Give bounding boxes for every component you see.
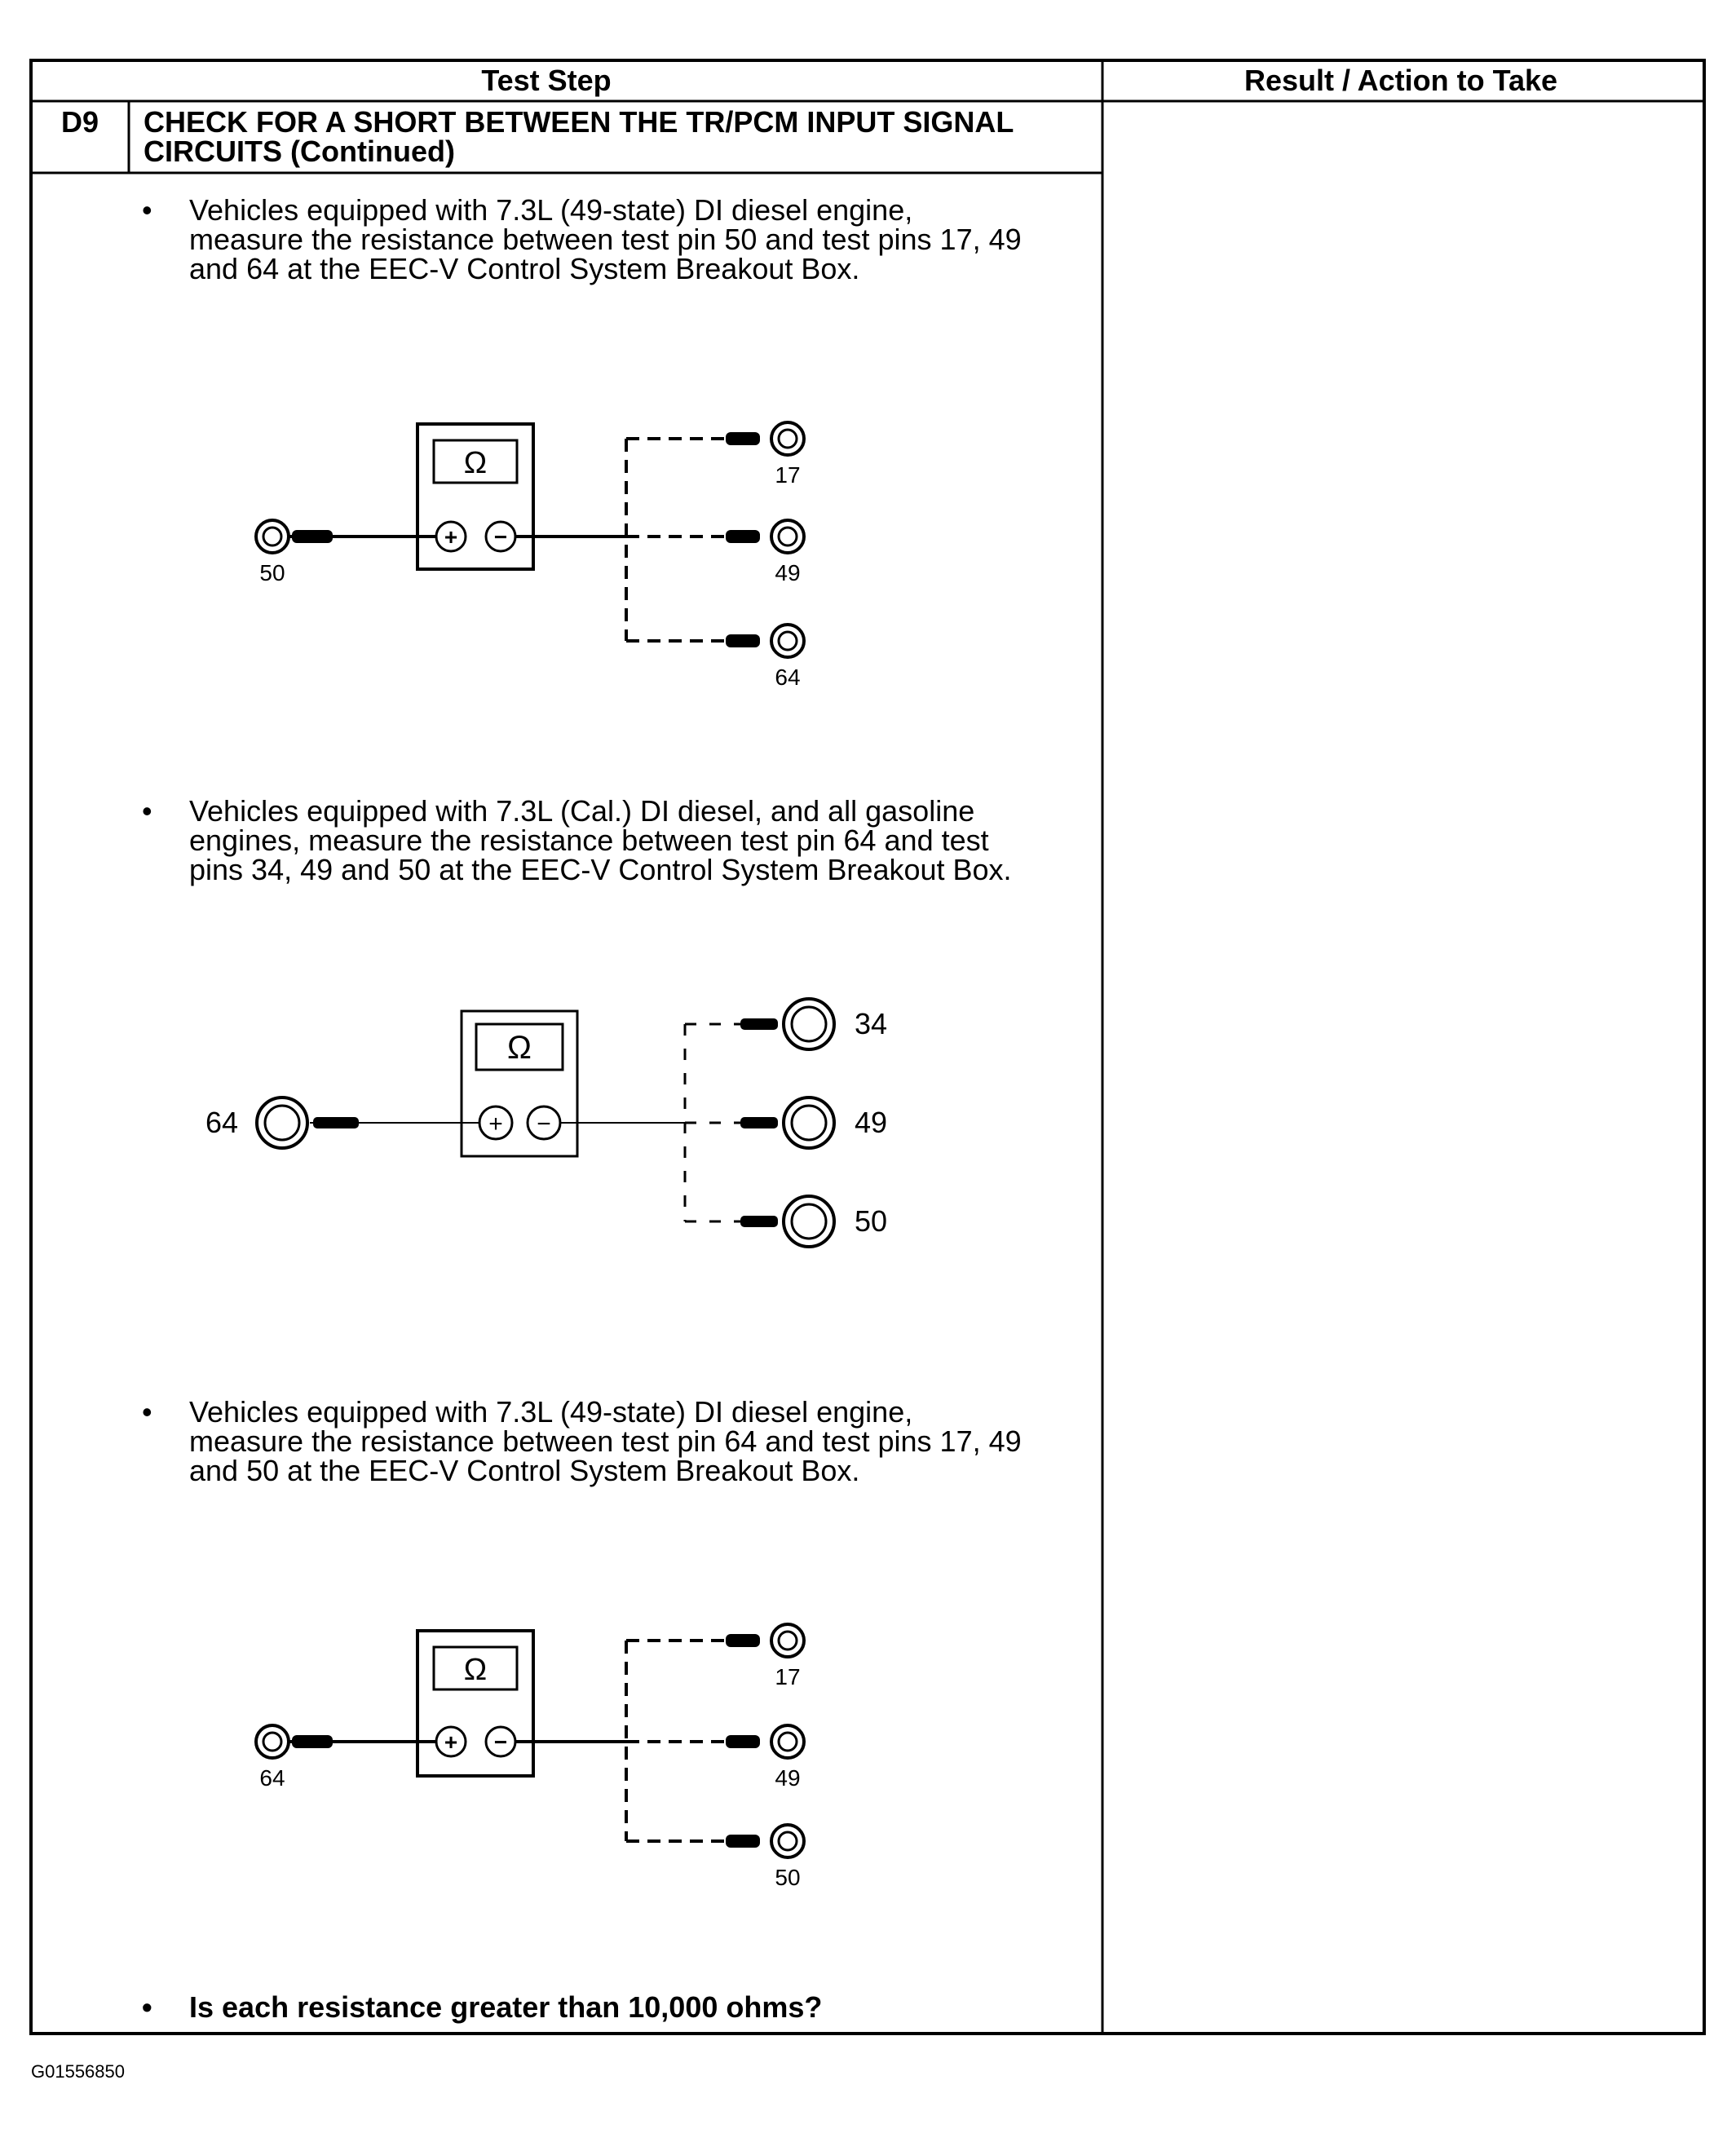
ohm-symbol: Ω (464, 446, 487, 480)
ohm-symbol: Ω (507, 1030, 532, 1066)
plus-sign: + (444, 1729, 457, 1755)
ohmmeter-display (432, 1645, 519, 1691)
target-pin-label: 50 (855, 1204, 887, 1238)
bullet-2-line-1: Vehicles equipped with 7.3L (Cal.) DI di… (189, 794, 974, 828)
ohmmeter-diagram-1: Ω + − 50 17 49 64 (254, 421, 806, 690)
minus-sign: − (537, 1111, 551, 1137)
bullet-dot: • (142, 1395, 152, 1429)
target-pin-label: 49 (855, 1106, 887, 1139)
question-text: Is each resistance greater than 10,000 o… (189, 1990, 822, 2024)
target-pin-label: 34 (855, 1007, 887, 1040)
bullet-2: • Vehicles equipped with 7.3L (Cal.) DI … (142, 794, 1012, 886)
bullet-dot: • (142, 193, 152, 227)
probe-tip (292, 530, 333, 543)
ohmmeter-diagram-3: Ω + − 64 17 49 50 (254, 1623, 806, 1890)
plus-sign: + (488, 1111, 503, 1137)
source-pin-label: 64 (205, 1106, 238, 1139)
header-result-action: Result / Action to Take (1244, 64, 1557, 97)
bullet-2-line-2: engines, measure the resistance between … (189, 824, 989, 857)
bullet-2-line-3: pins 34, 49 and 50 at the EEC-V Control … (189, 853, 1012, 886)
source-pin-label: 50 (259, 560, 285, 585)
question-bullet-dot: • (142, 1990, 152, 2024)
bullet-1-line-2: measure the resistance between test pin … (189, 223, 1022, 256)
bullet-dot: • (142, 794, 152, 828)
probe-tip (292, 1735, 333, 1748)
ohmmeter-display (475, 1022, 564, 1071)
minus-sign: − (494, 524, 507, 550)
target-pin-label: 50 (775, 1865, 800, 1890)
target-pin-label: 49 (775, 1765, 800, 1791)
bullet-1-line-1: Vehicles equipped with 7.3L (49-state) D… (189, 193, 912, 227)
step-id: D9 (61, 105, 99, 139)
bullet-1: • Vehicles equipped with 7.3L (49-state)… (142, 193, 1022, 285)
target-pin-label: 64 (775, 665, 800, 690)
bullet-3: • Vehicles equipped with 7.3L (49-state)… (142, 1395, 1022, 1487)
probe-tip (313, 1117, 359, 1128)
header-test-step: Test Step (481, 64, 611, 97)
step-title-line-1: CHECK FOR A SHORT BETWEEN THE TR/PCM INP… (144, 105, 1014, 139)
bullet-3-line-3: and 50 at the EEC-V Control System Break… (189, 1454, 859, 1487)
source-pin-label: 64 (259, 1765, 285, 1791)
minus-sign: − (494, 1729, 507, 1755)
figure-id: G01556850 (31, 2061, 125, 2082)
target-pin-label: 17 (775, 1664, 800, 1689)
ohm-symbol: Ω (464, 1653, 487, 1687)
target-pin-label: 17 (775, 462, 800, 488)
bullet-3-line-1: Vehicles equipped with 7.3L (49-state) D… (189, 1395, 912, 1429)
ohmmeter-display (432, 439, 519, 484)
ohmmeter-diagram-2: Ω + − 64 34 49 50 (205, 997, 887, 1248)
step-title-line-2: CIRCUITS (Continued) (144, 135, 455, 168)
bullet-1-line-3: and 64 at the EEC-V Control System Break… (189, 252, 859, 285)
bullet-3-line-2: measure the resistance between test pin … (189, 1424, 1022, 1458)
target-pin-label: 49 (775, 560, 800, 585)
plus-sign: + (444, 524, 457, 550)
table-grid (29, 59, 1706, 2035)
